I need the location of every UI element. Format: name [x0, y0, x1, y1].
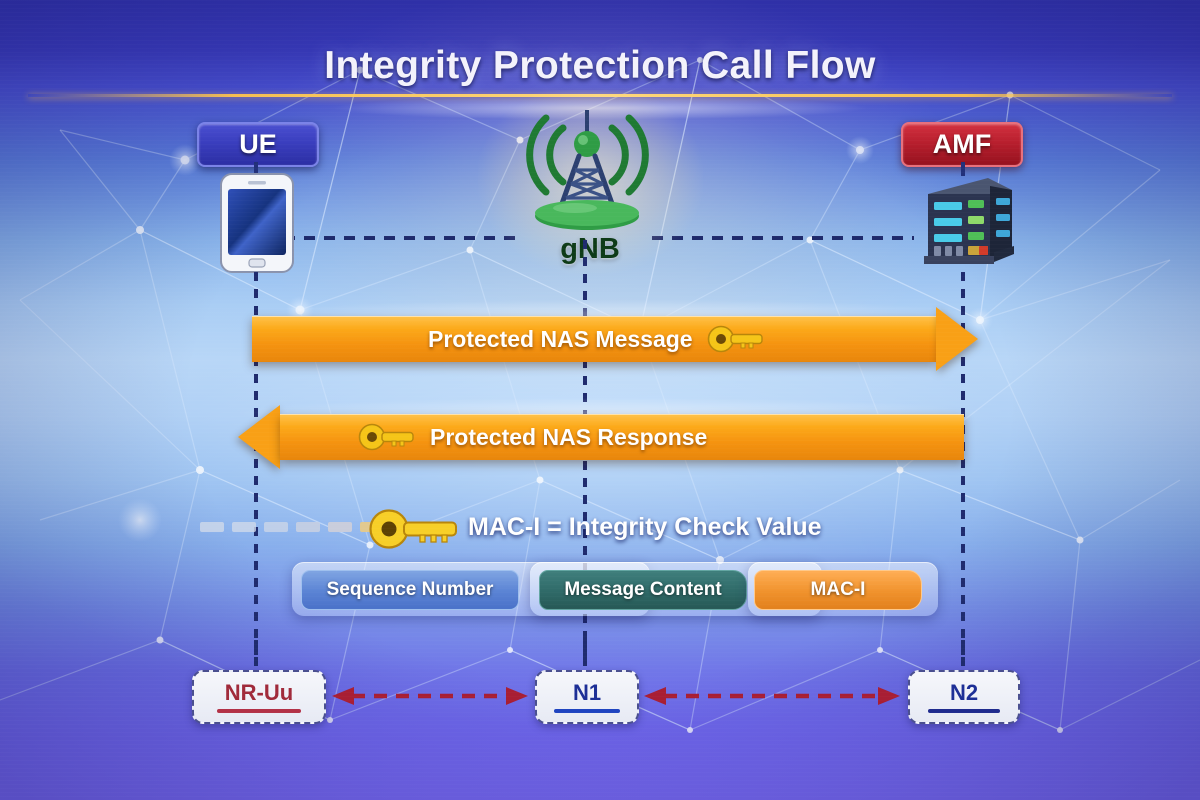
interface-label-nr-uu: NR-Uu [224, 679, 294, 705]
packet-segment-message-content[interactable]: Message Content [539, 570, 747, 610]
message-2-arrowhead-left [238, 405, 280, 469]
key-icon [707, 325, 763, 353]
packet-segment-mac-i[interactable]: MAC-I [754, 570, 922, 610]
server-rack-icon [924, 178, 1014, 264]
n2-stem [961, 640, 965, 670]
message-2-label-group: Protected NAS Response [358, 414, 707, 460]
interface-arrow-n1-n2 [644, 687, 900, 705]
interface-box-n1[interactable]: N1 [535, 670, 639, 724]
message-protected-nas-response[interactable]: Protected NAS Response [238, 405, 964, 469]
key-icon [358, 423, 414, 451]
amf-stem [961, 162, 965, 176]
packet-structure-tail: MAC-I [748, 562, 938, 616]
message-1-label: Protected NAS Message [428, 325, 693, 352]
lifeline-amf [961, 272, 965, 664]
page-title: Integrity Protection Call Flow [324, 44, 876, 87]
interface-arrow-nr-uu-n1 [332, 687, 528, 705]
packet-segment-sequence-number-label: Sequence Number [326, 579, 494, 600]
packet-segment-sequence-number[interactable]: Sequence Number [301, 570, 519, 610]
interface-box-n2[interactable]: N2 [908, 670, 1020, 724]
node-label-amf[interactable]: AMF [901, 122, 1023, 167]
ue-stem [254, 162, 258, 178]
interface-box-nr-uu[interactable]: NR-Uu [192, 670, 326, 724]
message-1-arrowhead-right [936, 307, 978, 371]
node-label-gnb[interactable]: gNB [560, 233, 620, 265]
message-protected-nas-message[interactable]: Protected NAS Message [252, 307, 978, 371]
interface-underline-n1 [554, 708, 620, 713]
maci-definition-row[interactable]: MAC-I = Integrity Check Value [200, 504, 960, 550]
smartphone-icon [220, 173, 294, 273]
packet-segment-message-content-label: Message Content [564, 579, 722, 600]
node-label-ue-text: UE [239, 129, 277, 159]
interface-underline-nr-uu [217, 708, 301, 713]
cell-tower-icon [526, 110, 649, 230]
node-label-ue[interactable]: UE [197, 122, 319, 167]
gnb-amf-link [652, 236, 914, 240]
n1-stem [583, 640, 587, 670]
message-1-label-group: Protected NAS Message [428, 316, 765, 362]
interface-label-n1: N1 [572, 679, 602, 705]
node-label-amf-text: AMF [932, 129, 992, 159]
interface-label-n2: N2 [949, 679, 979, 705]
message-1-body [252, 316, 936, 362]
key-icon [369, 509, 457, 549]
ue-gnb-link [284, 236, 520, 240]
packet-segment-mac-i-label: MAC-I [810, 579, 866, 600]
maci-label: MAC-I = Integrity Check Value [468, 512, 822, 541]
interface-underline-n2 [928, 708, 1000, 713]
message-2-label: Protected NAS Response [430, 423, 708, 450]
nr-uu-stem [254, 640, 258, 670]
